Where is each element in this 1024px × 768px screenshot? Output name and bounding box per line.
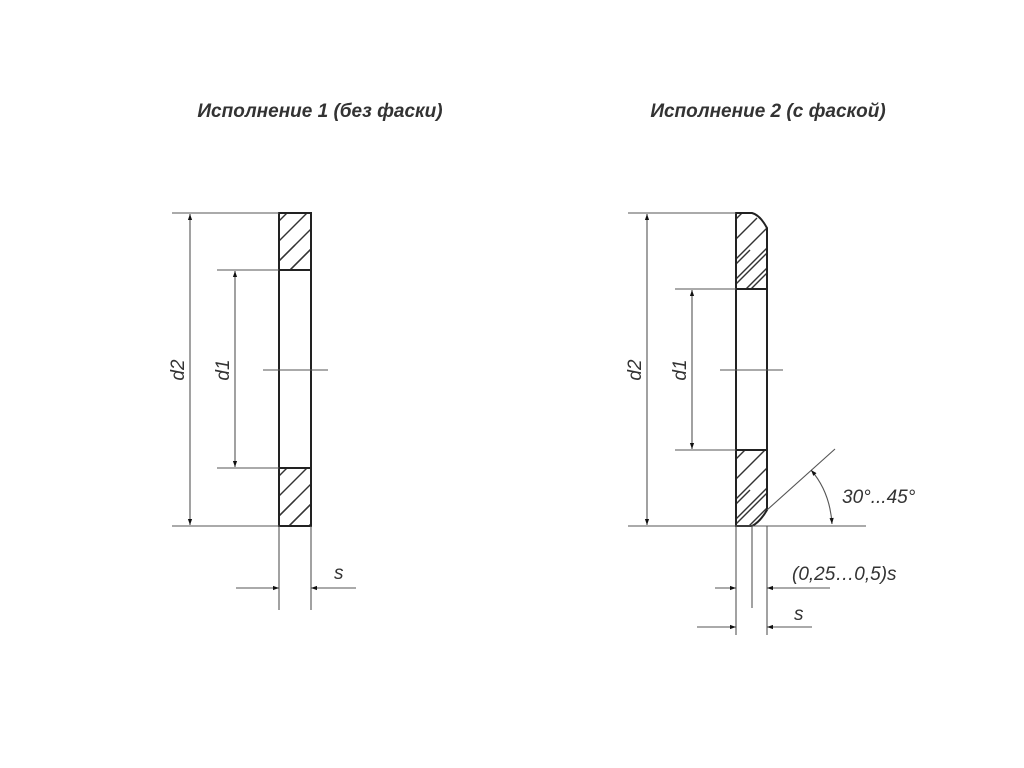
d1-label: d1: [213, 359, 234, 380]
view-1-title: Исполнение 1 (без фаски): [197, 101, 442, 122]
dimension-lines-2: [628, 212, 866, 635]
s-label: s: [794, 604, 804, 625]
dimension-lines-1: [172, 212, 356, 610]
washer-section-2: [735, 212, 768, 527]
view-1: Исполнение 1 (без фаски) d2 d1 s: [168, 101, 443, 610]
view-2-title: Исполнение 2 (с фаской): [650, 101, 885, 122]
d2-label: d2: [625, 359, 646, 381]
view-2: Исполнение 2 (с фаской) d2: [625, 101, 916, 635]
washer-section-1: [278, 212, 312, 527]
d1-label: d1: [670, 359, 691, 380]
angle-label: 30°...45°: [842, 487, 916, 508]
d2-label: d2: [168, 359, 189, 381]
s-label: s: [334, 563, 344, 584]
chamfer-label: (0,25…0,5)s: [792, 564, 897, 585]
